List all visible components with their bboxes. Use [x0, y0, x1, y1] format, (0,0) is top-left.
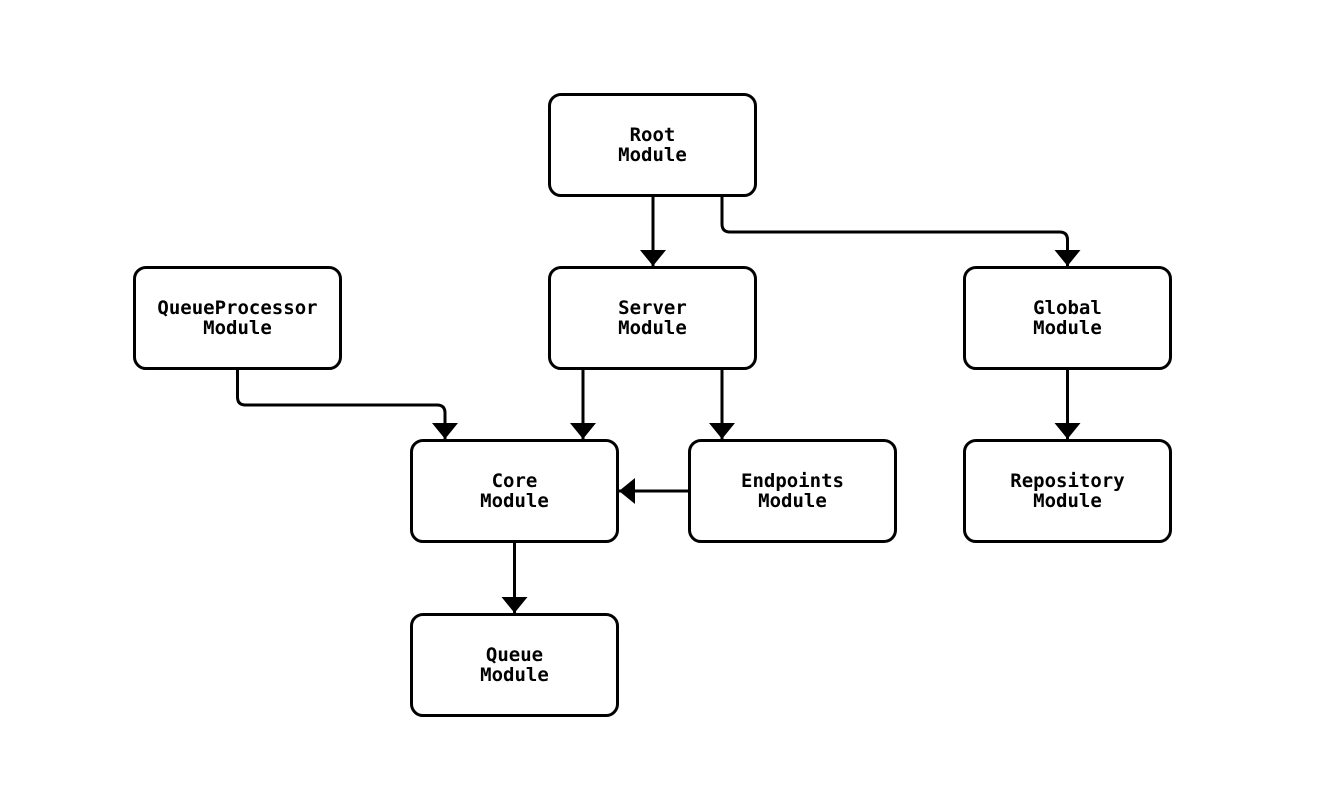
- node-label-line1: Server: [618, 297, 687, 319]
- node-queue-module: Queue Module: [410, 613, 619, 717]
- node-core-module: Core Module: [410, 439, 619, 543]
- node-label-line2: Module: [618, 317, 687, 339]
- node-label-line1: Endpoints: [741, 470, 844, 492]
- node-label-line1: Core: [491, 470, 538, 492]
- node-label-line2: Module: [1033, 317, 1102, 339]
- node-label-line2: Module: [203, 317, 272, 339]
- node-label-line1: Queue: [485, 644, 544, 666]
- node-label-line2: Module: [618, 144, 687, 166]
- node-label-line1: Repository: [1010, 470, 1125, 492]
- node-label-line2: Module: [480, 664, 549, 686]
- edge-queueprocessor-to-core: [236, 370, 458, 439]
- edge-root-to-global: [720, 197, 1081, 266]
- node-endpoints-module: Endpoints Module: [688, 439, 897, 543]
- node-label-line2: Module: [480, 490, 549, 512]
- node-queueprocessor-module: QueueProcessor Module: [133, 266, 342, 370]
- node-global-module: Global Module: [963, 266, 1172, 370]
- node-label-line1: Global: [1033, 297, 1102, 319]
- node-root-module: Root Module: [548, 93, 757, 197]
- node-label-line2: Module: [758, 490, 827, 512]
- node-label-line1: QueueProcessor: [157, 297, 318, 319]
- node-label-line2: Module: [1033, 490, 1102, 512]
- node-repository-module: Repository Module: [963, 439, 1172, 543]
- node-label-line1: Root: [629, 124, 676, 146]
- node-server-module: Server Module: [548, 266, 757, 370]
